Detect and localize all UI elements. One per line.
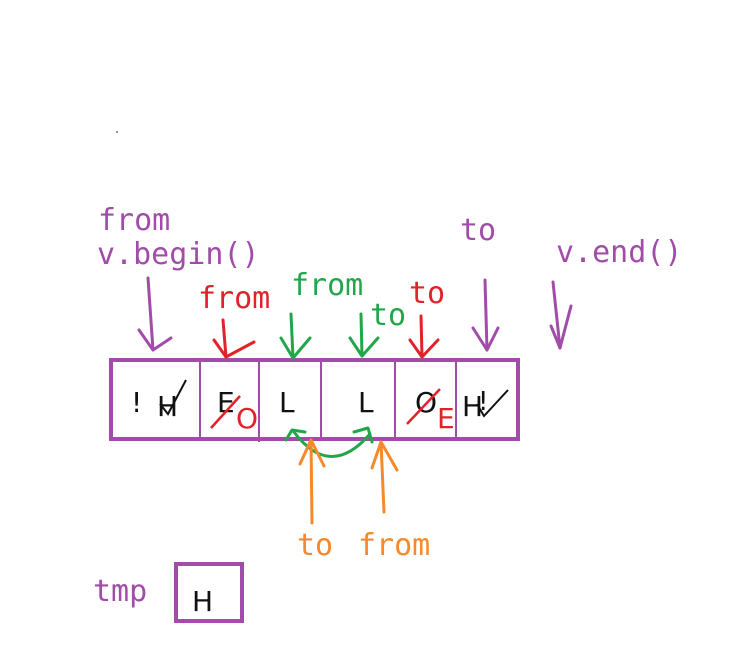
label-from-green: from	[291, 268, 363, 303]
cell-0-strike	[159, 379, 187, 416]
cell-5-strike	[476, 389, 509, 418]
vector-array: ! H E O L L O E H !	[109, 358, 520, 442]
label-v-end: v.end()	[556, 235, 682, 270]
label-v-begin: v.begin()	[97, 237, 260, 272]
arrow-to-purple-icon	[471, 278, 500, 352]
label-from-begin: from	[98, 203, 170, 238]
arrow-begin-icon	[137, 276, 173, 352]
label-from-red: from	[198, 281, 270, 316]
tmp-box	[174, 562, 244, 623]
cell-0-old-value: H	[157, 390, 178, 423]
tmp-value: H	[192, 585, 213, 618]
cell-2-value: L	[279, 386, 295, 419]
label-to-purple: to	[460, 213, 496, 248]
swap-curve-icon	[284, 426, 374, 458]
array-border	[109, 358, 520, 441]
cell-1-strike	[210, 395, 241, 429]
cell-4-strike	[406, 388, 441, 425]
arrow-to-orange-icon	[298, 438, 326, 525]
cell-1-new-value: O	[236, 402, 258, 435]
cell-5-old-value: !	[478, 387, 488, 417]
cell-1-old-value: E	[217, 386, 235, 419]
label-to-red: to	[409, 276, 445, 311]
stray-dot	[116, 131, 118, 133]
arrow-to-red-icon	[408, 314, 440, 359]
arrow-from-orange-icon	[370, 440, 399, 514]
cell-0-value: !	[131, 386, 142, 419]
label-to-green: to	[370, 298, 406, 333]
cell-3-value: L	[358, 386, 374, 419]
arrow-from-green-icon	[279, 312, 312, 360]
arrow-from-red-icon	[212, 318, 256, 359]
cell-5-value: H	[462, 390, 483, 423]
label-tmp: tmp	[93, 574, 147, 609]
label-from-orange: from	[358, 528, 430, 563]
arrow-end-icon	[549, 280, 573, 350]
cell-4-new-value: E	[437, 402, 455, 435]
arrow-to-green-icon	[348, 312, 380, 358]
label-to-orange: to	[297, 528, 333, 563]
